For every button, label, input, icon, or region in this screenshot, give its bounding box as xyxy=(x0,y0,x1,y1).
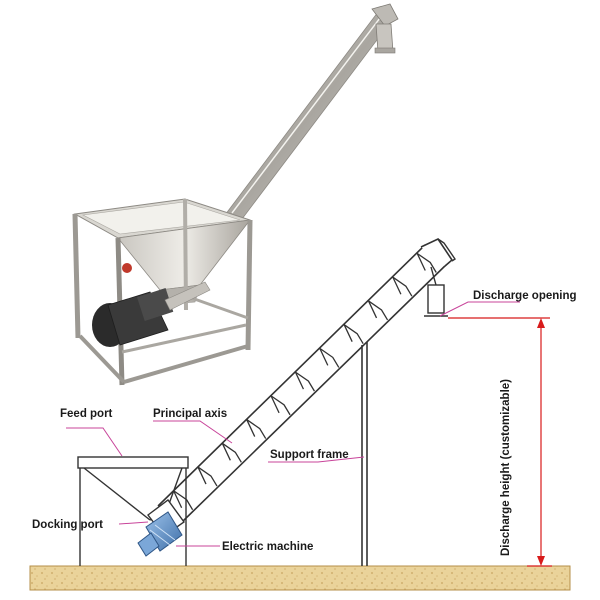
screw-flight xyxy=(221,443,231,461)
screw-flight xyxy=(416,252,437,273)
discharge-height-dimension xyxy=(448,317,552,567)
leader-docking-port xyxy=(118,521,149,525)
screw-flight xyxy=(319,347,340,368)
screw-flight xyxy=(367,300,378,319)
screw-flight xyxy=(416,253,426,271)
screw-flight xyxy=(197,466,218,487)
label-docking-port: Docking port xyxy=(32,519,103,531)
screw-flight xyxy=(295,371,315,392)
label-principal-axis: Principal axis xyxy=(153,408,227,420)
screw-flight xyxy=(173,490,194,511)
feed-port-hopper xyxy=(77,456,189,566)
leader-principal-axis xyxy=(153,420,233,444)
electric-motor-icon xyxy=(137,499,185,557)
screw-flight xyxy=(246,419,267,439)
screw-flight xyxy=(392,276,402,295)
label-discharge-opening: Discharge opening xyxy=(473,290,577,302)
ground-base xyxy=(29,565,571,591)
leader-lines xyxy=(66,301,520,547)
leader-discharge-opening xyxy=(439,301,520,317)
leader-feed-port xyxy=(66,427,123,457)
screw-flight xyxy=(246,419,256,437)
screw-flight xyxy=(294,371,305,390)
screw-conveyor-drawing xyxy=(157,237,456,566)
screw-flight xyxy=(197,466,207,485)
screw-flight xyxy=(173,490,183,509)
screw-flight xyxy=(392,276,413,297)
screw-flight xyxy=(343,324,353,342)
label-feed-port: Feed port xyxy=(60,408,113,420)
leader-support-frame xyxy=(268,456,365,463)
screw-flight xyxy=(270,395,280,414)
screw-conveyor-photo-icon xyxy=(72,3,399,386)
screw-flight xyxy=(319,348,329,366)
label-discharge-height: Discharge height (customizable) xyxy=(500,379,512,556)
screw-flight xyxy=(270,395,291,416)
screw-flight xyxy=(221,442,242,463)
label-support-frame: Support frame xyxy=(270,449,349,461)
screw-flight xyxy=(368,300,389,321)
screw-flight xyxy=(343,324,364,345)
label-electric-machine: Electric machine xyxy=(222,541,313,553)
